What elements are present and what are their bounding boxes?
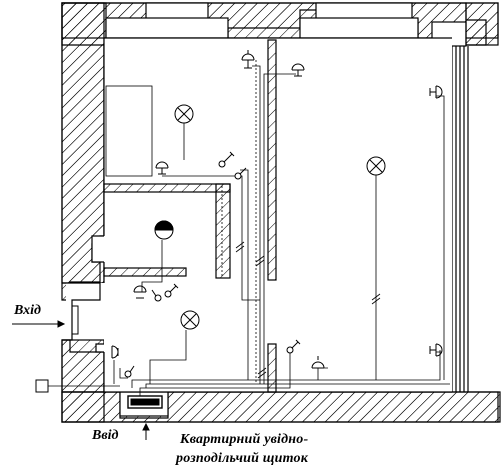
socket-symbol: [155, 161, 169, 175]
socket-symbol: [241, 50, 255, 69]
closet: [105, 85, 153, 177]
lamp-symbol: [366, 156, 386, 176]
arrow-right-icon: [12, 320, 66, 328]
wiring: [48, 65, 450, 398]
entry-label: Вхід: [14, 303, 41, 318]
switch-symbol: [218, 151, 235, 168]
distribution-board-symbol: [127, 395, 163, 409]
right-wall-top: [465, 2, 499, 46]
right-window: [451, 46, 469, 392]
lamp-symbol: [180, 310, 200, 330]
switch-symbol: [286, 339, 301, 354]
switch-symbol: [234, 167, 247, 180]
switch-symbol: [151, 289, 162, 302]
entry-terminal-box: [35, 379, 49, 393]
socket-symbol: [429, 85, 443, 99]
arrow-up-icon: [142, 422, 150, 440]
socket-symbol: [291, 63, 305, 77]
socket-symbol: [429, 343, 443, 357]
socket-symbol: [311, 356, 325, 369]
lamp-symbol: [174, 104, 194, 124]
interior-partitions: [103, 39, 277, 393]
wire-ticks: [235, 241, 381, 379]
service-entry-label: Ввід: [92, 428, 119, 443]
panel-label-line1: Квартирний увідно-: [180, 432, 309, 447]
socket-symbol: [111, 345, 119, 359]
conduit-dashed: [221, 60, 257, 384]
panel-label-line2: розподільчий щиток: [176, 451, 309, 466]
switch-symbol: [164, 283, 179, 298]
socket-symbol: [133, 285, 147, 299]
wall-lamp-symbol: [154, 220, 174, 240]
entry-doorway: [66, 283, 106, 339]
switch-symbol: [124, 365, 135, 378]
